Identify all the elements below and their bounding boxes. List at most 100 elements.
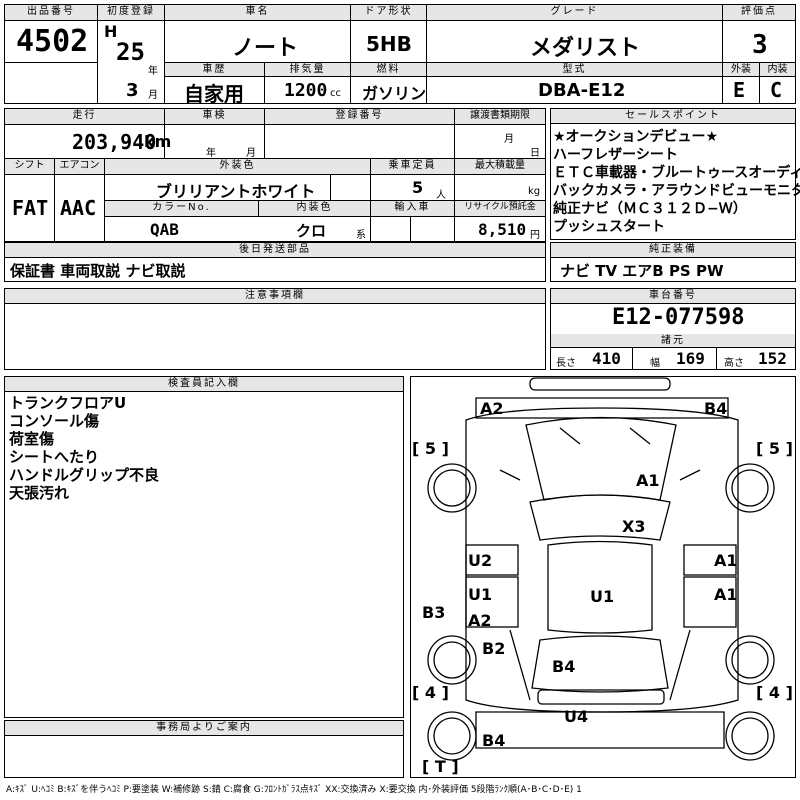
genuine-label: 純正装備 (551, 243, 795, 258)
mark-b2: B2 (482, 639, 505, 658)
inspector-block (4, 376, 404, 718)
width-label: 幅 (650, 358, 660, 369)
mark-u2: U2 (468, 551, 492, 570)
capacity-label: 乗車定員 (371, 159, 454, 174)
door-label: ドア形状 (351, 5, 426, 21)
mark-5-right: [ 5 ] (756, 439, 793, 458)
office-label: 事務局よりご案内 (5, 721, 403, 736)
mark-4-right: [ 4 ] (756, 683, 793, 702)
reg-month: 3 (126, 80, 139, 101)
ac: AAC (60, 196, 97, 220)
fuel: ガソリン (362, 84, 427, 103)
shift: FAT (12, 196, 49, 220)
lot-no-label: 出品番号 (5, 5, 97, 21)
grade: メダリスト (530, 36, 641, 61)
inspector-line: トランクフロアU (9, 394, 127, 412)
first-reg-label: 初度登録 (98, 5, 164, 21)
mark-b4-top: B4 (704, 399, 727, 418)
height-label: 高さ (724, 358, 744, 369)
mark-a2-top: A2 (480, 399, 504, 418)
inspector-line: 荷室傷 (9, 430, 55, 448)
score: 3 (752, 30, 768, 60)
sales-point-line: プッシュスタート (553, 219, 665, 235)
info-block (4, 108, 546, 242)
import-label: 輸入車 (371, 201, 454, 216)
displacement: 1200 (284, 80, 328, 101)
sales-point-line: ★オークションデビュー★ (553, 129, 719, 145)
chassis-label: 車台番号 (551, 289, 795, 304)
sales-points-block (550, 108, 796, 240)
grade-label: グレード (427, 5, 722, 21)
sales-point-line: ハーフレザーシート (553, 147, 678, 163)
sales-point-line: 純正ナビ（ＭＣ３１２Ｄ−Ｗ） (553, 201, 747, 217)
chassis-no: E12-077598 (612, 305, 745, 330)
mileage-label: 走行 (5, 109, 164, 124)
capacity-unit: 人 (436, 190, 446, 201)
door-type: 5HB (366, 32, 412, 56)
later-parts-text: 保証書 車両取説 ナビ取説 (10, 262, 186, 280)
reg-year: 25 (116, 38, 145, 66)
transfer-day: 日 (530, 148, 540, 159)
office-block (4, 720, 404, 778)
lot-no: 4502 (16, 24, 89, 59)
mark-u4: U4 (564, 707, 588, 726)
mark-u1-left: U1 (468, 585, 492, 604)
later-parts-label: 後日発送部品 (5, 243, 545, 258)
car-diagram-frame (410, 376, 796, 778)
mark-4-left: [ 4 ] (412, 683, 449, 702)
shift-label: シフト (5, 159, 54, 174)
transfer-month: 月 (504, 134, 514, 145)
mark-x3: X3 (622, 517, 645, 536)
chassis-block (550, 288, 796, 370)
later-parts-block (4, 242, 546, 282)
inspector-line: 天張汚れ (9, 484, 70, 502)
color-no-label: カラーNo. (105, 201, 258, 216)
specs-label: 諸元 (551, 334, 795, 348)
year-unit: 年 (148, 66, 158, 77)
car-name: ノート (232, 36, 299, 61)
sales-points-lines: ★オークションデビュー★ ハーフレザーシート ＥＴＣ車載器・ブルートゥースオーディオ… (553, 128, 800, 236)
recycle-label: リサイクル預託金 (455, 201, 545, 216)
color-no: QAB (150, 220, 179, 239)
mileage-unit: km (144, 132, 172, 151)
transfer-label: 譲渡書類期限 (455, 109, 545, 124)
insp-month: 月 (246, 148, 256, 159)
mark-b4-rear: B4 (552, 657, 575, 676)
ext-color: ブリリアントホワイト (156, 182, 316, 201)
length: 410 (592, 349, 621, 368)
inspector-line: シートへたり (9, 448, 100, 466)
mark-b3: B3 (422, 603, 445, 622)
width: 169 (676, 349, 705, 368)
ac-label: エアコン (55, 159, 104, 174)
inspector-label: 検査員記入欄 (5, 377, 403, 392)
mark-a1-hood: A1 (636, 471, 660, 490)
recycle-unit: 円 (530, 230, 540, 241)
int-color: クロ (296, 222, 327, 240)
model: DBA-E12 (538, 80, 626, 101)
ext-grade: E (733, 78, 746, 102)
sales-point-line: バックカメラ・アラウンドビューモニター (553, 183, 800, 199)
history: 自家用 (184, 82, 244, 106)
reg-no-label: 登録番号 (265, 109, 454, 124)
ext-label: 外装 (723, 63, 759, 76)
inspection-label: 車検 (165, 109, 264, 124)
inspector-line: ハンドルグリップ不良 (9, 466, 160, 484)
genuine-text: ナビ TV エアB PS PW (560, 262, 724, 280)
int-grade: C (770, 78, 783, 102)
mark-a1-right-front: A1 (714, 551, 738, 570)
notes-block (4, 288, 546, 370)
mark-a2-left: A2 (468, 611, 492, 630)
recycle: 8,510 (478, 220, 527, 239)
history-label: 車歴 (165, 63, 264, 76)
mark-5-left: [ 5 ] (412, 439, 449, 458)
mark-a1-right-rear: A1 (714, 585, 738, 604)
int-color-label: 内装色 (259, 201, 370, 216)
car-name-label: 車名 (165, 5, 350, 21)
displacement-unit: cc (330, 88, 341, 99)
max-load-unit: kg (528, 186, 541, 197)
sales-point-line: ＥＴＣ車載器・ブルートゥースオーディオ (553, 165, 800, 181)
sales-points-label: セールスポイント (551, 109, 795, 124)
max-load-label: 最大積載量 (455, 159, 545, 174)
length-label: 長さ (556, 358, 576, 369)
month-unit: 月 (148, 90, 158, 101)
